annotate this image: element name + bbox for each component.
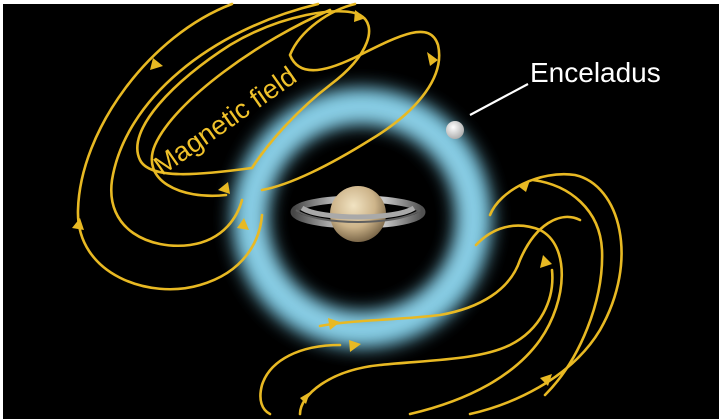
plasma-torus xyxy=(232,88,492,348)
arrowhead-icon xyxy=(518,180,530,192)
arrowhead-icon xyxy=(354,10,366,22)
field-line-lower-inner xyxy=(259,215,582,416)
arrowhead-icon xyxy=(349,340,361,352)
saturn-icon xyxy=(290,186,426,242)
arrowhead-icon xyxy=(328,318,340,330)
arrowhead-icon xyxy=(72,218,84,230)
arrowhead-icon xyxy=(427,52,438,66)
arrowhead-icon xyxy=(540,255,552,268)
field-arrows xyxy=(72,10,552,404)
field-line-upper-right xyxy=(150,2,441,198)
moon-icon xyxy=(446,121,464,139)
field-line-bottom xyxy=(298,268,554,416)
field-line-upper-outer xyxy=(76,2,264,291)
arrowhead-icon xyxy=(218,182,230,194)
enceladus-label: Enceladus xyxy=(530,57,661,88)
field-line-lower-middle xyxy=(408,224,564,416)
arrowhead-icon xyxy=(300,392,310,404)
field-line-upper-inner xyxy=(136,9,371,176)
field-line-upper-middle xyxy=(110,2,320,248)
arrowhead-icon xyxy=(540,374,552,386)
enceladus-leader-line xyxy=(469,83,529,116)
arrowhead-icon xyxy=(150,58,163,70)
arrowhead-icon xyxy=(237,218,249,230)
magnetic-field-lines xyxy=(76,2,623,416)
field-line-right-edge xyxy=(531,178,604,397)
